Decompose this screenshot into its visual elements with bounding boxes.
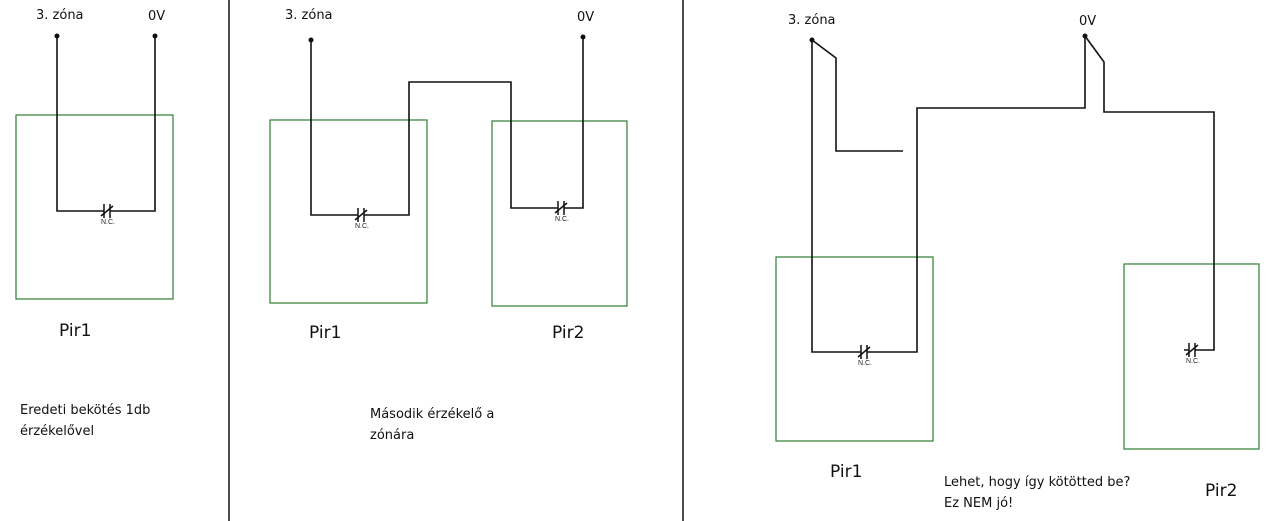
nc-contact-symbol xyxy=(553,201,569,215)
nc-label: N.C. xyxy=(858,360,872,367)
panel-3 xyxy=(775,33,1260,450)
nc-contact-symbol xyxy=(856,345,872,359)
nc-label: N.C. xyxy=(555,216,569,223)
pir1-box xyxy=(269,119,428,304)
zone-terminal-label: 3. zóna xyxy=(285,8,333,23)
panel-2 xyxy=(269,34,628,307)
wires xyxy=(56,36,156,212)
pir1-box xyxy=(15,114,174,300)
nc-label: N.C. xyxy=(101,219,115,226)
nc-label: N.C. xyxy=(1186,358,1200,365)
zero-terminal-label: 0V xyxy=(148,9,166,24)
panel-1 xyxy=(15,33,174,300)
sensor-label-pir1: Pir1 xyxy=(309,323,342,343)
sensor-label-pir2: Pir2 xyxy=(1205,481,1238,501)
nc-contact-symbol xyxy=(1184,343,1200,357)
caption: Lehet, hogy így kötötted be? Ez NEM jó! xyxy=(944,475,1131,511)
pir1-box xyxy=(775,256,934,442)
sensor-label-pir1: Pir1 xyxy=(59,321,92,341)
nc-contact-symbol xyxy=(353,208,369,222)
pir2-box xyxy=(1123,263,1260,450)
pir2-box xyxy=(491,120,628,307)
zero-terminal-label: 0V xyxy=(577,10,595,25)
wires xyxy=(310,37,584,216)
nc-contact-symbol xyxy=(99,204,115,218)
caption: Eredeti bekötés 1db érzékelővel xyxy=(20,403,151,439)
caption: Második érzékelő a zónára xyxy=(370,407,495,443)
zone-terminal xyxy=(809,37,815,43)
sensor-label-pir1: Pir1 xyxy=(830,462,863,482)
zone-terminal-label: 3. zóna xyxy=(36,8,84,23)
wires xyxy=(811,35,1215,353)
sensor-label-pir2: Pir2 xyxy=(552,323,585,343)
nc-label: N.C. xyxy=(355,223,369,230)
zero-terminal-label: 0V xyxy=(1079,14,1097,29)
zero-terminal xyxy=(1082,33,1088,39)
zone-terminal-label: 3. zóna xyxy=(788,13,836,28)
